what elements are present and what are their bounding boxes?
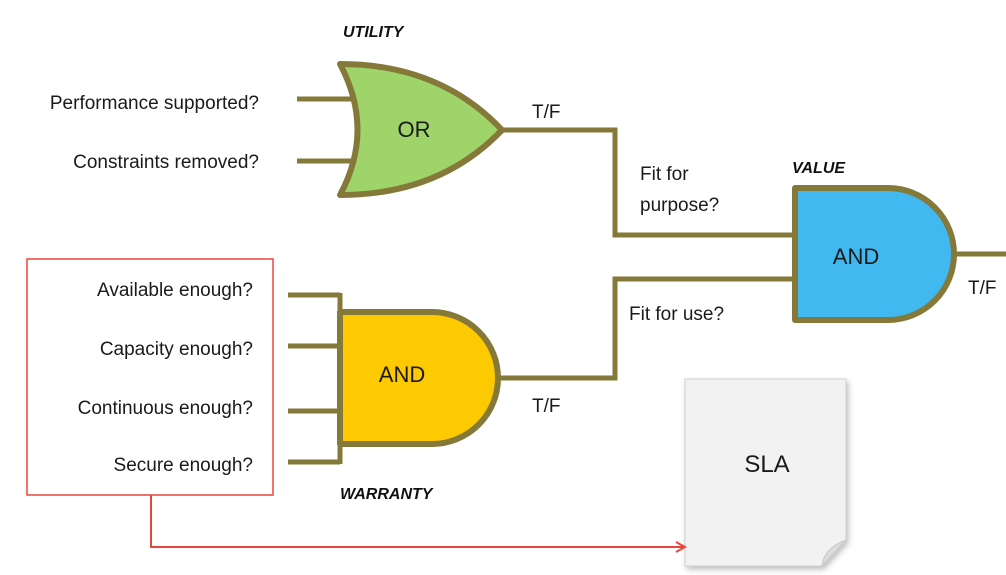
or-gate: [337, 61, 505, 198]
warranty-questions-box: [26, 258, 274, 496]
value-and-gate-label: AND: [833, 244, 879, 269]
utility-output-label: T/F: [532, 102, 561, 123]
value-output-label: T/F: [968, 278, 997, 299]
utility-output-wire: [502, 127, 796, 238]
warranty-to-sla-arrow: [150, 495, 684, 547]
warranty-output-wire: [498, 276, 796, 381]
sla-label: SLA: [744, 451, 789, 478]
fit-for-use-label: Fit for use?: [629, 304, 724, 325]
value-title: VALUE: [792, 160, 846, 177]
utility-input-label-performance: Performance supported?: [50, 93, 259, 114]
fit-for-purpose-label-line1: Fit for: [640, 164, 689, 185]
warranty-input-label-secure: Secure enough?: [114, 455, 253, 476]
warranty-and-gate: [337, 309, 501, 447]
warranty-output-label: T/F: [532, 396, 561, 417]
warranty-title: WARRANTY: [340, 486, 434, 503]
or-gate-label: OR: [398, 117, 431, 142]
warranty-and-gate-label: AND: [379, 362, 425, 387]
value-and-gate: [792, 185, 957, 323]
utility-title: UTILITY: [343, 24, 405, 41]
warranty-input-label-continuous: Continuous enough?: [78, 398, 253, 419]
fit-for-purpose-label-line2: purpose?: [640, 195, 719, 216]
utility-input-label-constraints: Constraints removed?: [73, 152, 259, 173]
sla-document-page-curl: [821, 539, 847, 568]
warranty-input-label-available: Available enough?: [97, 280, 253, 301]
warranty-input-label-capacity: Capacity enough?: [100, 339, 253, 360]
